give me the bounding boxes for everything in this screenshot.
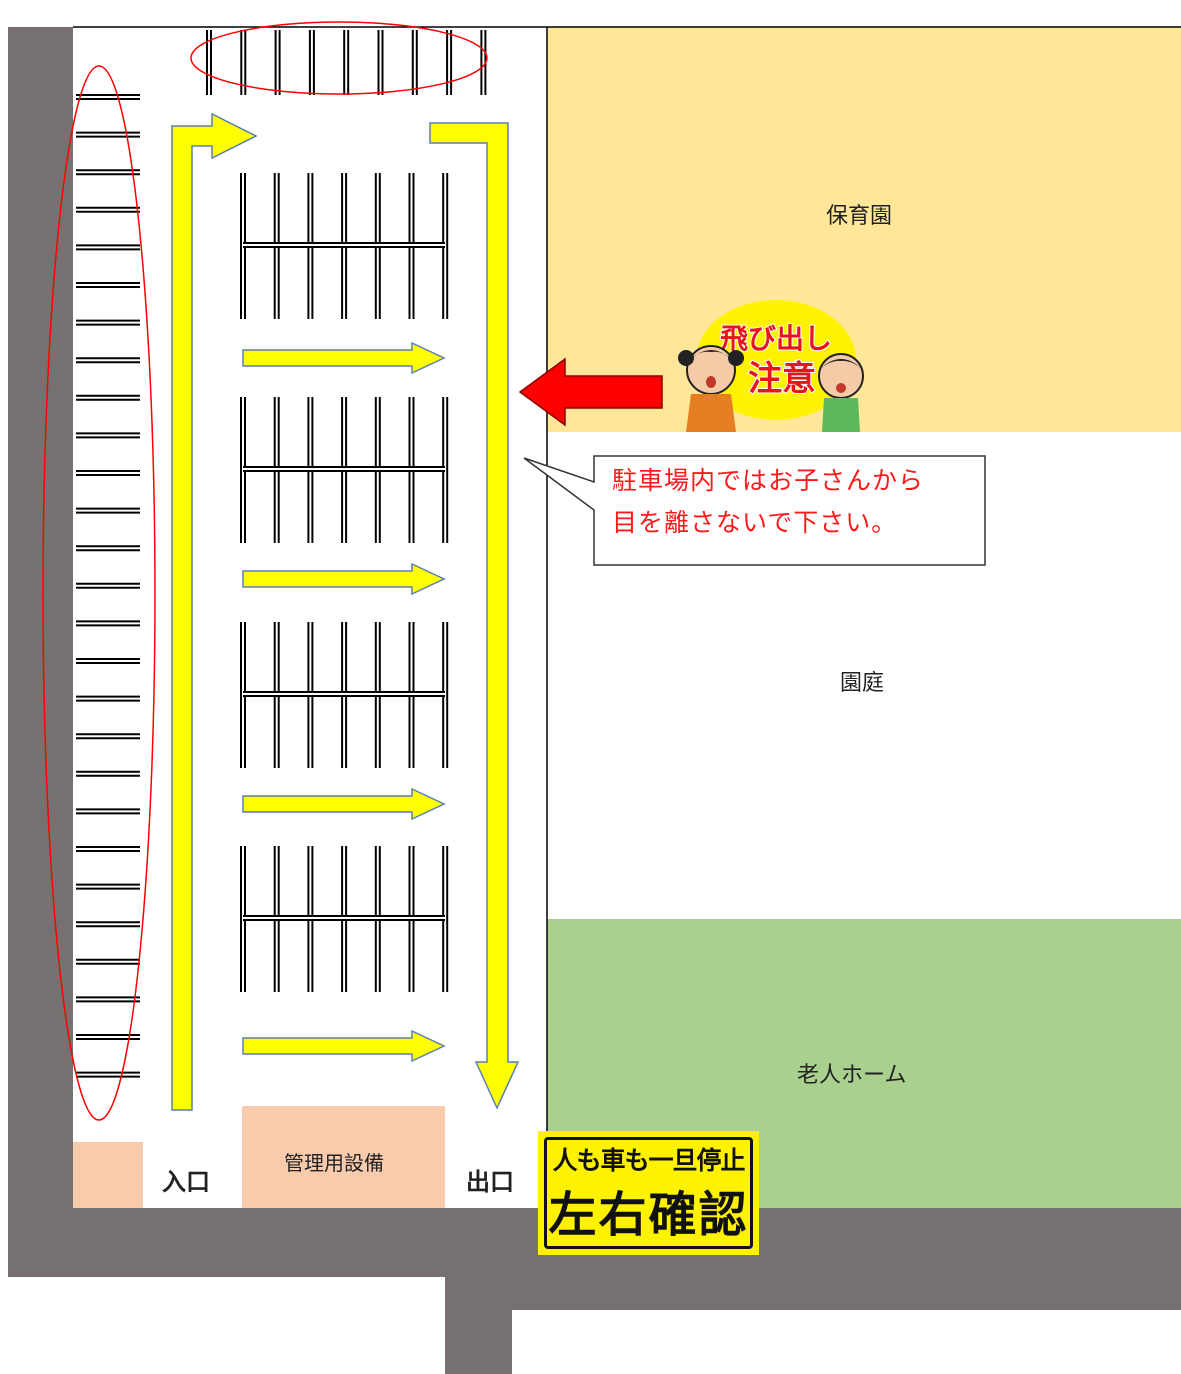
traffic-arrow-icon: [242, 1029, 446, 1063]
traffic-arrow-icon: [242, 341, 446, 375]
girl-figure: [678, 345, 744, 432]
stop-sign-line-1: 人も車も一旦停止: [552, 1146, 745, 1175]
caution-line-1: 飛び出し: [720, 322, 832, 355]
elderly-home-label: 老人ホーム: [797, 1063, 907, 1088]
stop-sign-line-2: 左右確認: [548, 1187, 749, 1243]
stop-sign-icon: 人も車も一旦停止 左右確認: [538, 1131, 759, 1255]
access-road: [445, 1310, 512, 1374]
callout-text: 駐車場内ではお子さんから 目を離さないで下さい。: [612, 460, 982, 544]
facility-block: [242, 1106, 445, 1208]
warning-arrow-icon: [518, 357, 663, 427]
entrance-label: 入口: [162, 1168, 210, 1196]
facility-label: 管理用設備: [284, 1151, 384, 1175]
nursery-label: 保育園: [826, 204, 893, 229]
boy-figure: [818, 353, 864, 432]
nursery-area: [547, 27, 1181, 432]
left-wall: [8, 27, 73, 1277]
garden-label: 園庭: [840, 671, 885, 696]
children-caution-icon: 飛び出し 注意: [678, 300, 864, 432]
traffic-arrow-icon: [242, 787, 446, 821]
callout-line-2: 目を離さないで下さい。: [612, 508, 898, 537]
top-stalls-highlight: [190, 21, 488, 95]
bottom-road-lower: [445, 1277, 1181, 1310]
caution-line-2: 注意: [748, 359, 816, 399]
callout-line-1: 駐車場内ではお子さんから: [612, 466, 925, 495]
traffic-arrow-icon: [429, 122, 520, 1110]
traffic-arrow-icon: [171, 112, 258, 1111]
corner-block: [73, 1142, 143, 1208]
left-stalls-highlight: [42, 65, 156, 1121]
traffic-arrow-icon: [242, 562, 446, 596]
exit-label: 出口: [466, 1168, 514, 1196]
